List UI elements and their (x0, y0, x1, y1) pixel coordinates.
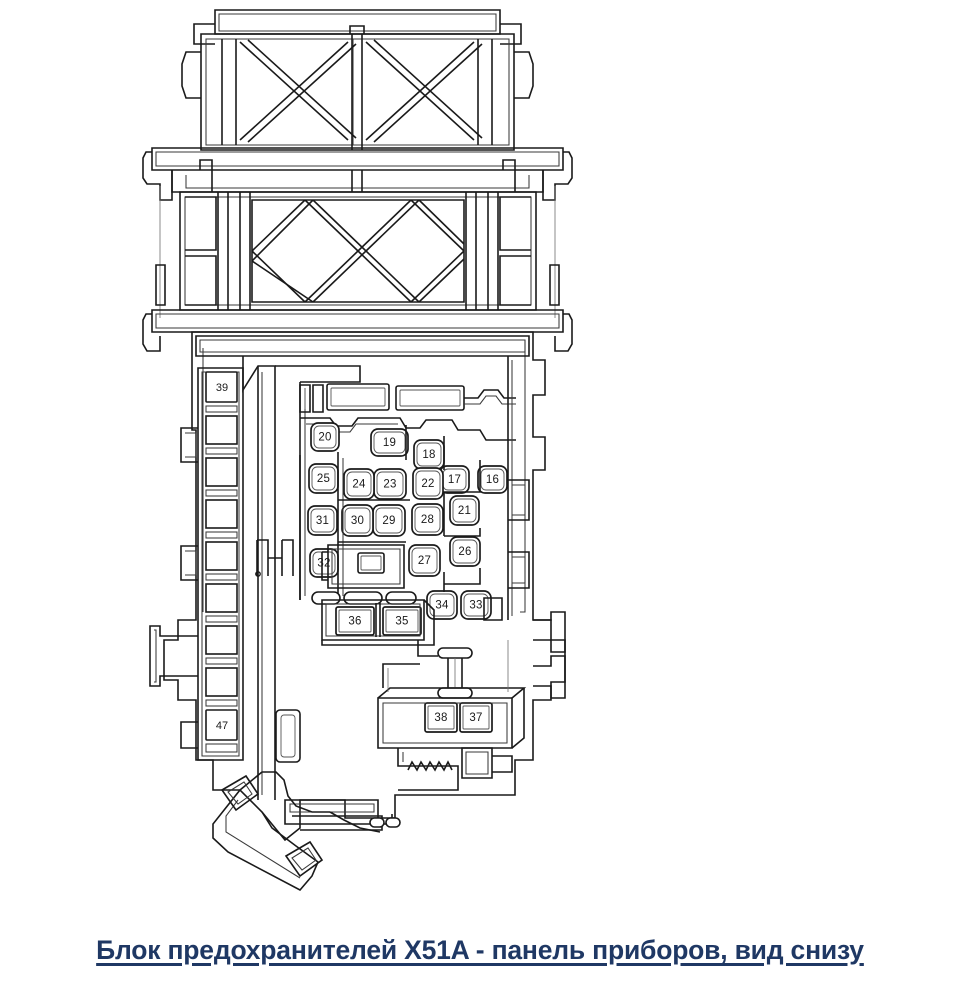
fuse-26[interactable]: 26 (449, 536, 481, 567)
fuse-34-label: 34 (435, 600, 449, 612)
slot-39-label: 39 (216, 382, 228, 394)
fuse-17[interactable]: 17 (439, 465, 470, 494)
fuse-27[interactable]: 27 (408, 544, 441, 577)
fuse-22-label: 22 (421, 478, 434, 490)
fuse-27-label: 27 (418, 555, 431, 567)
fuse-32-label: 32 (317, 558, 330, 570)
fuse-18-label: 18 (422, 449, 435, 461)
fuse-16-label: 16 (486, 474, 499, 486)
caption-row: Блок предохранителей X51A - панель прибо… (0, 900, 960, 1006)
lower-tie-bar (142, 309, 573, 352)
fuse-38-label: 38 (434, 712, 447, 724)
diagram-caption: Блок предохранителей X51A - панель прибо… (96, 934, 864, 965)
fuse-30[interactable]: 30 (341, 504, 374, 537)
fuse-31[interactable]: 31 (307, 505, 338, 536)
fuse-23[interactable]: 23 (373, 468, 407, 500)
fuse-33-label: 33 (469, 600, 482, 612)
fuse-37-label: 37 (469, 712, 482, 724)
fuse-38[interactable]: 38 (424, 702, 458, 733)
fuse-21[interactable]: 21 (449, 495, 480, 526)
main-body-outline (163, 331, 566, 842)
fuse-36-label: 36 (348, 616, 361, 628)
fuse-24-label: 24 (352, 479, 366, 491)
fuse-36[interactable]: 36 (335, 606, 375, 636)
fuse-18[interactable]: 18 (413, 439, 445, 470)
fuse-28-label: 28 (421, 514, 434, 526)
fuse-34[interactable]: 34 (426, 590, 458, 620)
fuse-box-diagram: 39 47 (142, 9, 573, 892)
lower-left-parts (212, 709, 401, 892)
fuse-37[interactable]: 37 (459, 702, 493, 733)
fuse-22[interactable]: 22 (412, 467, 444, 500)
fuse-35-label: 35 (395, 616, 408, 628)
spool-post (437, 647, 473, 699)
upper-lattice-section (181, 9, 534, 151)
fuse-32[interactable]: 32 (309, 548, 339, 578)
fuse-20[interactable]: 20 (310, 422, 340, 452)
fuse-28[interactable]: 28 (411, 503, 444, 536)
fuse-26-label: 26 (458, 546, 471, 558)
fuse-21-label: 21 (458, 505, 471, 517)
slot-47-label: 47 (216, 720, 228, 732)
fuse-19[interactable]: 19 (370, 428, 409, 457)
fuse-19-label: 19 (383, 437, 396, 449)
center-h-bracket (255, 539, 294, 577)
fuse-16[interactable]: 16 (477, 465, 508, 494)
misc-detail (382, 640, 509, 692)
lower-right-bay (377, 687, 527, 791)
right-wall-tabs (483, 356, 566, 699)
middle-lattice-section (155, 186, 560, 318)
fuse-23-label: 23 (383, 479, 396, 491)
fuse-29-label: 29 (382, 515, 395, 527)
fuse-24[interactable]: 24 (343, 468, 375, 500)
fuse-25-label: 25 (317, 473, 330, 485)
upper-relay-slots (299, 383, 516, 441)
left-connector-strip: 39 47 (149, 367, 244, 761)
fuse-29[interactable]: 29 (372, 504, 406, 537)
grid-channels (299, 425, 481, 646)
fuse-35[interactable]: 35 (382, 606, 422, 636)
fuse-31-label: 31 (316, 515, 329, 527)
fuse-20-label: 20 (318, 432, 331, 444)
fuse-33[interactable]: 33 (460, 590, 492, 620)
fuse-17-label: 17 (448, 474, 461, 486)
connector-slot-47[interactable]: 47 (205, 709, 238, 741)
fuse-30-label: 30 (351, 515, 364, 527)
fuse-grid: 16 17 18 19 20 21 22 23 24 25 26 27 28 29 30 31 32 33 34 35… (307, 422, 508, 733)
fuse-box-svg: 39 47 (142, 9, 573, 892)
fuse-25[interactable]: 25 (308, 463, 339, 494)
connector-slot-39[interactable]: 39 (205, 371, 238, 403)
